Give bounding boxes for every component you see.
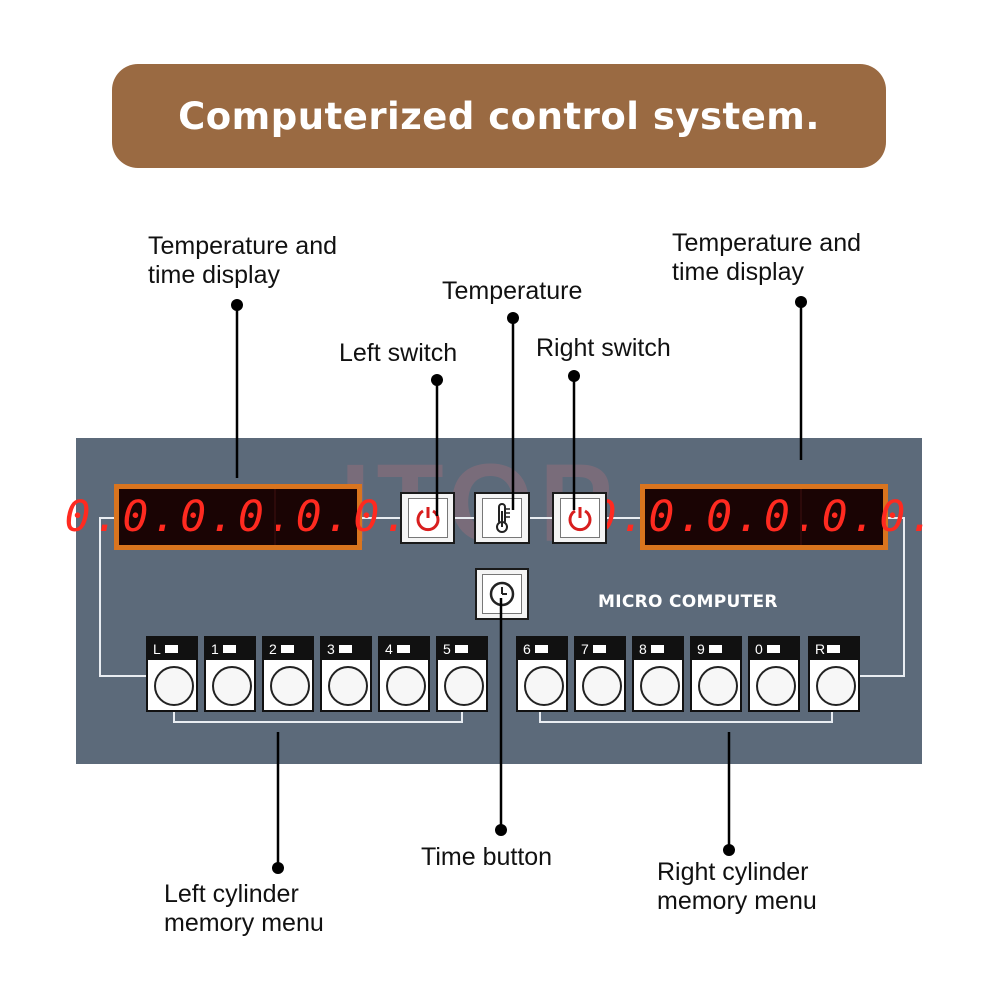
- label-left-display: Temperature and time display: [148, 232, 338, 289]
- memory-key-left-1[interactable]: 1: [204, 636, 256, 712]
- memory-key-label: 7: [581, 641, 589, 657]
- left-switch-button[interactable]: [400, 492, 455, 544]
- right-display-value: 0.0.0.0.0.0.: [590, 492, 938, 542]
- memory-key-label: 3: [327, 641, 335, 657]
- memory-key-right-r[interactable]: R: [808, 636, 860, 712]
- power-icon: [416, 507, 439, 532]
- memory-key-left-5[interactable]: 5: [436, 636, 488, 712]
- label-right-menu: Right cylinder memory menu: [657, 858, 817, 915]
- thermometer-icon: [496, 503, 510, 533]
- memory-key-label: 6: [523, 641, 531, 657]
- memory-key-right-6[interactable]: 6: [516, 636, 568, 712]
- micro-computer-label: MICRO COMPUTER: [598, 592, 778, 612]
- memory-key-left-l[interactable]: L: [146, 636, 198, 712]
- right-led-display: 0.0.0.0.0.0.: [591, 484, 934, 550]
- memory-key-right-9[interactable]: 9: [690, 636, 742, 712]
- memory-key-left-2[interactable]: 2: [262, 636, 314, 712]
- memory-key-label: R: [815, 641, 826, 657]
- memory-key-label: 9: [697, 641, 705, 657]
- left-display-value: 0.0.0.0.0.0.: [64, 492, 412, 542]
- label-right-switch: Right switch: [536, 334, 671, 362]
- label-right-display: Temperature and time display: [672, 229, 862, 286]
- memory-key-left-4[interactable]: 4: [378, 636, 430, 712]
- time-button[interactable]: [475, 568, 529, 620]
- title-banner: Computerized control system.: [112, 64, 886, 168]
- memory-key-label: L: [153, 641, 161, 657]
- label-left-menu: Left cylinder memory menu: [164, 880, 324, 937]
- left-led-display: 0.0.0.0.0.0.: [65, 484, 408, 550]
- memory-key-label: 1: [211, 641, 219, 657]
- memory-key-label: 5: [443, 641, 451, 657]
- memory-key-label: 4: [385, 641, 393, 657]
- label-left-switch: Left switch: [339, 339, 458, 367]
- right-switch-button[interactable]: [552, 492, 607, 544]
- memory-key-right-7[interactable]: 7: [574, 636, 626, 712]
- label-temperature: Temperature: [442, 277, 583, 305]
- memory-key-label: 8: [639, 641, 647, 657]
- label-time-button: Time button: [421, 843, 553, 871]
- memory-key-label: 0: [755, 641, 763, 657]
- memory-key-right-0[interactable]: 0: [748, 636, 800, 712]
- memory-key-left-3[interactable]: 3: [320, 636, 372, 712]
- power-icon: [568, 507, 591, 532]
- banner-title: Computerized control system.: [178, 94, 820, 138]
- temperature-button[interactable]: [474, 492, 530, 544]
- memory-key-right-8[interactable]: 8: [632, 636, 684, 712]
- memory-key-label: 2: [269, 641, 277, 657]
